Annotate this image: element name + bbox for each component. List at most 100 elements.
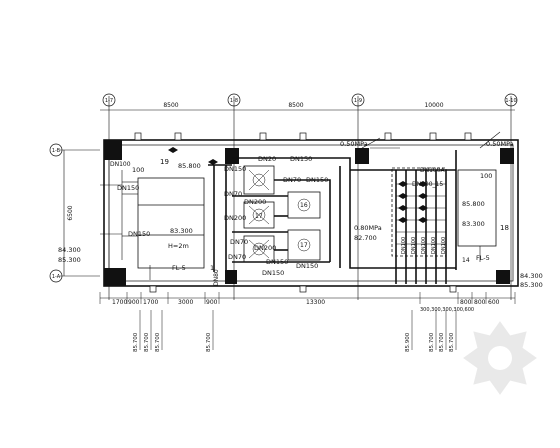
pipe-label: DN100 <box>110 161 131 168</box>
elevation-label: 85.700 <box>429 332 435 352</box>
misc-label: FL-5 <box>172 264 186 272</box>
axis-label: 1-B <box>52 148 61 154</box>
column <box>104 140 122 160</box>
pressure-label: 0.80MPa <box>354 224 382 232</box>
pipe-label: DN150 <box>128 230 150 238</box>
misc-label: H=2m <box>168 242 189 250</box>
axis-label: 1-9 <box>354 98 362 104</box>
dimension-label: 800 <box>474 299 486 306</box>
pipe-label: DN150 <box>266 258 288 266</box>
dimension-label: 8500 <box>163 102 178 109</box>
pipe-label: DN150 <box>290 155 312 163</box>
pressure-label: 0.50MPa <box>486 140 514 148</box>
watermark-logo <box>463 321 537 395</box>
pump-symbols <box>248 169 311 259</box>
room-walls <box>103 132 519 293</box>
pipe-label: DN80 <box>213 269 220 286</box>
axis-bubble-1-7: 1-7 <box>102 93 116 107</box>
pipe-label: DN100 <box>401 237 407 254</box>
pipe-labels: DN20 DN150 DN150 DN70 DN200 DN200 DN70 D… <box>110 155 447 286</box>
equipment-number: 18 <box>500 224 509 232</box>
dimension-label: 8500 <box>288 102 303 109</box>
top-axis-bubbles: 1-7 1-8 1-9 1-10 <box>102 93 518 107</box>
bottom-dimensions: 1700 900 1700 3000 900 13300 800 800 600… <box>112 299 500 313</box>
axis-label: 1-8 <box>230 98 238 104</box>
pipe-label: DN100 <box>441 237 447 254</box>
dimension-label: 300,300,300,300,600 <box>420 307 474 313</box>
pipe-label: DN100A <box>420 167 446 174</box>
pressure-label: 0.50MPa <box>340 140 368 148</box>
pressure-labels: 0.50MPa 0.50MPa 0.80MPa <box>340 140 514 232</box>
dimension-label: 800 <box>460 299 472 306</box>
pipe-label: DN70 <box>230 238 248 246</box>
axis-bubble-1-9: 1-9 <box>351 93 365 107</box>
equipment-numbers: 19 16 17 17 18 14 <box>160 158 509 264</box>
elevation-label: 85.700 <box>206 332 212 352</box>
pipe-label: DN150 <box>296 262 318 270</box>
dimension-label: 900 <box>128 299 140 306</box>
equipment-number: 19 <box>160 158 169 166</box>
structural-columns <box>104 140 514 286</box>
axis-label: 1-7 <box>105 98 113 104</box>
elevation-label: 83.300 <box>462 220 485 228</box>
elevation-label: 82.700 <box>354 234 377 242</box>
pump-unit <box>243 201 275 229</box>
pipe-label: DN100 <box>421 237 427 254</box>
elevation-label: 85.700 <box>439 332 445 352</box>
pump-unit <box>287 191 321 219</box>
pipe-label: DN200 <box>254 244 276 252</box>
axis-bubble-1-B: 1-B <box>49 143 63 157</box>
equipment-number: 16 <box>300 202 308 209</box>
misc-labels: 100 100 H=2m FL-5 FL-5 1 <box>132 166 492 272</box>
equipment-number: 17 <box>300 242 308 249</box>
axis-bubble-1-A: 1-A <box>49 269 63 283</box>
row-axis-bubbles: 1-B 1-A 6500 <box>49 143 74 283</box>
equipment-number: 17 <box>255 213 263 220</box>
pipe-label: DN70 <box>224 190 242 198</box>
misc-label: FL-5 <box>476 254 490 262</box>
pipe-label: DN150 <box>224 165 246 173</box>
pump-unit <box>287 229 321 261</box>
elevation-label: 85.800 <box>462 200 485 208</box>
top-dimensions: 8500 8500 10000 <box>163 102 443 109</box>
dimension-label: 13300 <box>306 299 325 306</box>
valves <box>168 147 428 223</box>
axis-label: 1-10 <box>505 98 516 104</box>
elevation-label: 84.300 <box>58 246 81 254</box>
dimension-label: 10000 <box>424 102 443 109</box>
dimension-label: 6500 <box>67 205 74 220</box>
dimension-label: 1700 <box>112 299 127 306</box>
dimension-label: 1700 <box>143 299 158 306</box>
equipment-number: 14 <box>462 257 470 264</box>
axis-bubble-1-10: 1-10 <box>504 93 518 107</box>
column <box>104 268 126 286</box>
pipe-label: DN20 <box>258 155 276 163</box>
elevation-label: 84.300 <box>520 272 543 280</box>
dimension-label: 900 <box>206 299 218 306</box>
pipe-label: DN150 <box>117 184 139 192</box>
column <box>225 148 239 164</box>
water-tank-right <box>457 169 497 247</box>
elevation-label: 85.900 <box>405 332 411 352</box>
elevation-label: 85.300 <box>520 281 543 289</box>
column <box>355 148 369 164</box>
pipe-label: DN70 <box>228 253 246 261</box>
pipe-label: DN150 <box>306 176 328 184</box>
elevation-label: 85.800 <box>178 162 201 170</box>
pipe-label: DN200 <box>244 198 266 206</box>
pipe-label: DN100 <box>411 237 417 254</box>
misc-label: 1 <box>210 264 214 272</box>
dimension-label: 600 <box>488 299 500 306</box>
elevation-label: 85.700 <box>133 332 139 352</box>
axis-label: 1-A <box>52 274 61 280</box>
pipe-label: DN70 <box>283 176 301 184</box>
elevation-label: 85.700 <box>144 332 150 352</box>
misc-label: 100 <box>480 172 492 180</box>
column <box>500 148 514 164</box>
bottom-dimension-lines <box>99 292 516 350</box>
dimension-label: 3000 <box>178 299 193 306</box>
piping <box>208 150 457 284</box>
pipe-label: DN200 <box>224 214 246 222</box>
column <box>496 270 510 284</box>
